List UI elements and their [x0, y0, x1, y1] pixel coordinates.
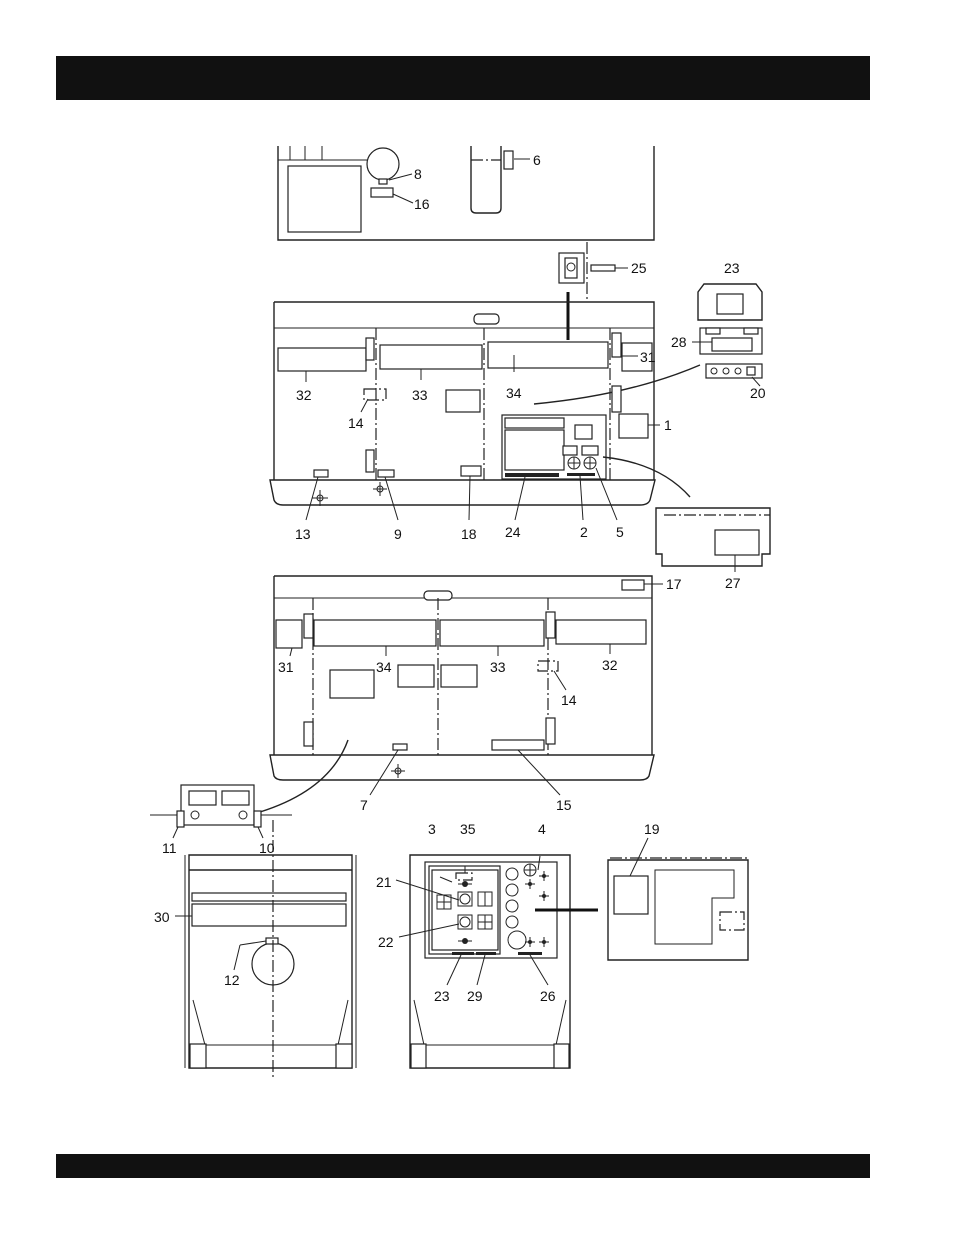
callout-33-left-view: 33	[490, 659, 506, 675]
callout-23-top: 23	[724, 260, 740, 276]
callout-20: 20	[750, 385, 766, 401]
roof-view	[278, 146, 654, 240]
detail-11-10	[150, 785, 292, 838]
callout-31-left-view: 31	[278, 659, 294, 675]
callout-18: 18	[461, 526, 477, 542]
callout-27: 27	[725, 575, 741, 591]
breaker-detail	[559, 242, 628, 340]
callout-16: 16	[414, 196, 430, 212]
callout-29: 29	[467, 988, 483, 1004]
detail-19	[608, 838, 748, 960]
callout-6: 6	[533, 152, 541, 168]
callout-7: 7	[360, 797, 368, 813]
end-view-control	[396, 855, 598, 1068]
callout-19: 19	[644, 821, 660, 837]
callout-13: 13	[295, 526, 311, 542]
callout-14-left-view: 14	[561, 692, 577, 708]
callout-10: 10	[259, 840, 275, 856]
callout-23-bottom: 23	[434, 988, 450, 1004]
footer-bar	[56, 1154, 870, 1178]
callout-28: 28	[671, 334, 687, 350]
callout-14-right-view: 14	[348, 415, 364, 431]
callout-11: 11	[162, 840, 177, 856]
callout-26: 26	[540, 988, 556, 1004]
callout-31-right-view: 31	[640, 349, 656, 365]
callout-34-right-view: 34	[506, 385, 522, 401]
callout-1: 1	[664, 417, 672, 433]
callout-12: 12	[224, 972, 240, 988]
callout-5: 5	[616, 524, 624, 540]
callout-25: 25	[631, 260, 647, 276]
detail-27	[656, 508, 770, 572]
callout-32-left-view: 32	[602, 657, 618, 673]
side-view-left	[260, 576, 663, 812]
callout-17: 17	[666, 576, 682, 592]
callout-9: 9	[394, 526, 402, 542]
callout-8: 8	[414, 166, 422, 182]
callout-21: 21	[376, 874, 392, 890]
callout-15: 15	[556, 797, 572, 813]
callout-30: 30	[154, 909, 170, 925]
callout-2: 2	[580, 524, 588, 540]
callout-35: 35	[460, 821, 476, 837]
callout-3: 3	[428, 821, 436, 837]
callout-33-right-view: 33	[412, 387, 428, 403]
callout-4: 4	[538, 821, 546, 837]
callout-22: 22	[378, 934, 394, 950]
end-view-left	[175, 820, 356, 1078]
side-view-right	[270, 302, 690, 520]
callout-32-right-view: 32	[296, 387, 312, 403]
callout-24: 24	[505, 524, 521, 540]
callout-34-left-view: 34	[376, 659, 392, 675]
